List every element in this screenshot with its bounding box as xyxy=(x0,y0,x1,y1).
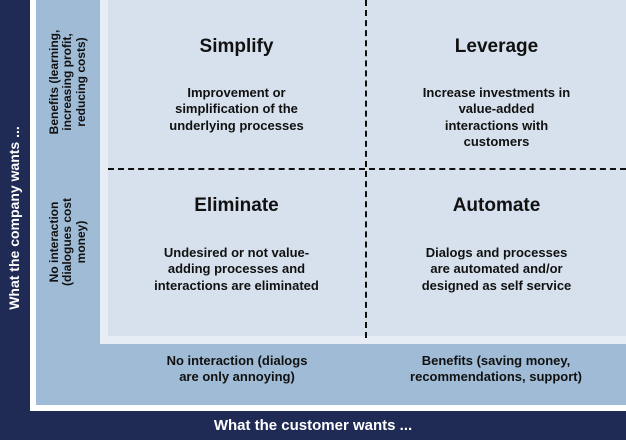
quadrant-simplify: Simplify Improvement or simplification o… xyxy=(108,36,365,134)
quadrant-title: Automate xyxy=(452,195,541,216)
quadrant-title: Simplify xyxy=(199,36,274,57)
quadrant-eliminate: Eliminate Undesired or not value- adding… xyxy=(108,195,365,294)
y-axis-title: What the company wants ... xyxy=(6,126,23,310)
y-level-high-label: Benefits (learning, increasing profit, r… xyxy=(46,29,88,135)
quadrant-description: Dialogs and processes are automated and/… xyxy=(421,245,572,293)
matrix-gap-vertical xyxy=(100,0,108,338)
matrix-gap-horizontal xyxy=(100,336,626,344)
x-level-high-label: Benefits (saving money, recommendations,… xyxy=(410,353,582,385)
horizontal-divider xyxy=(108,168,626,170)
quadrant-automate: Automate Dialogs and processes are autom… xyxy=(367,195,626,294)
x-axis-title: What the customer wants ... xyxy=(213,417,413,434)
x-level-low-label: No interaction (dialogs are only annoyin… xyxy=(166,353,308,385)
y-level-low-label: No interaction (dialogues cost money) xyxy=(46,197,88,287)
quadrant-leverage: Leverage Increase investments in value-a… xyxy=(367,36,626,150)
y-axis-band xyxy=(36,0,100,338)
x-axis-band xyxy=(36,338,626,405)
quadrant-title: Eliminate xyxy=(194,195,279,216)
x-axis-bar xyxy=(0,411,626,440)
quadrant-title: Leverage xyxy=(454,36,539,57)
quadrant-description: Improvement or simplification of the und… xyxy=(169,85,304,133)
quadrant-description: Undesired or not value- adding processes… xyxy=(154,245,319,293)
y-axis-bar xyxy=(0,0,30,440)
quadrant-description: Increase investments in value-added inte… xyxy=(422,85,571,149)
